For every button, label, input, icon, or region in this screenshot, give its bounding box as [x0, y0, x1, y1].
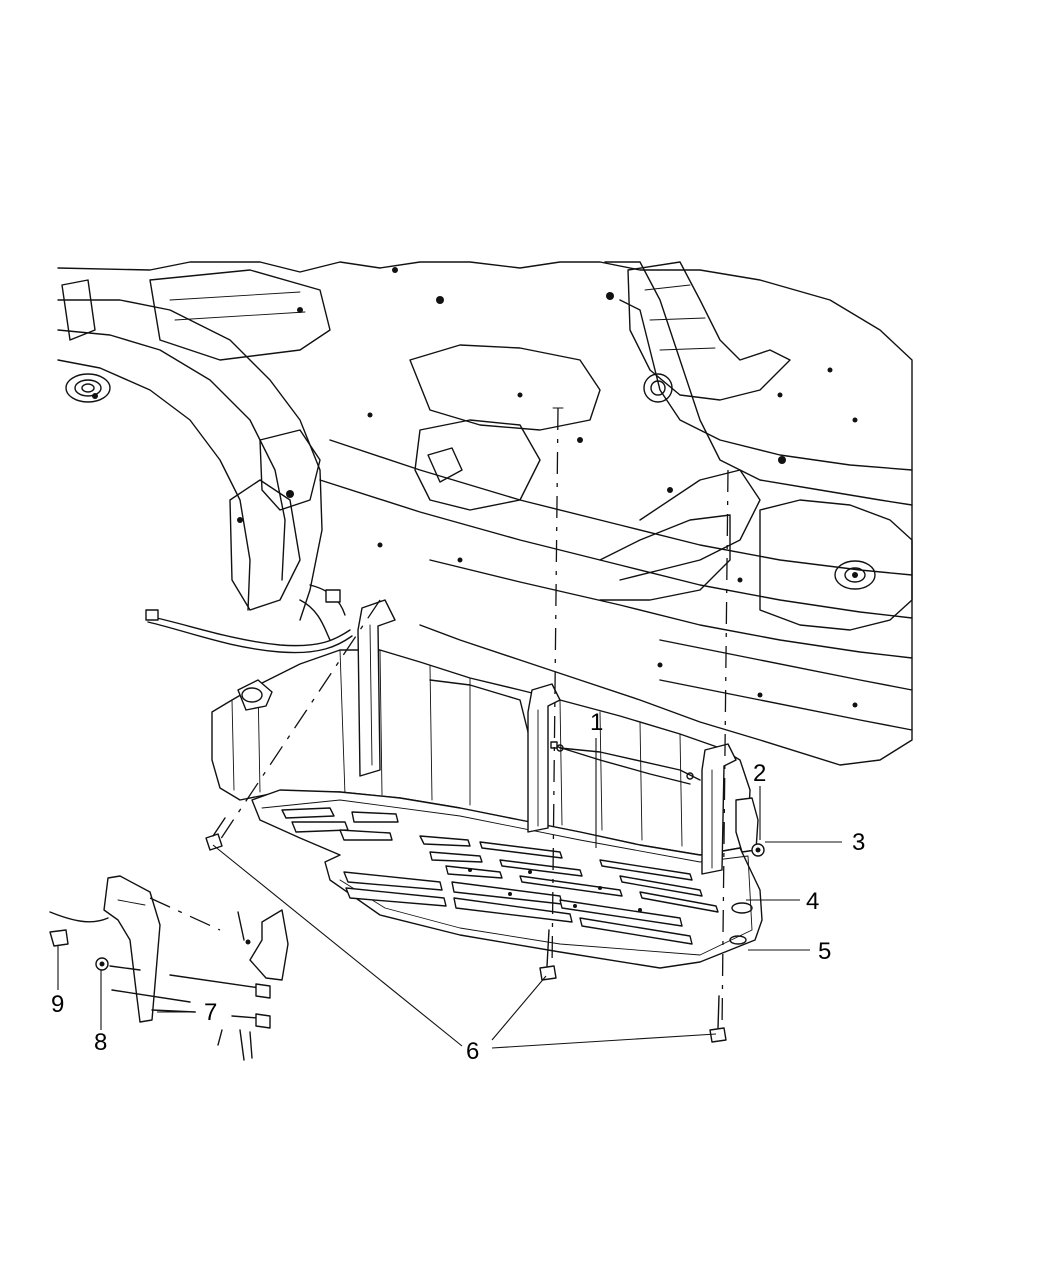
bolt-6-left — [205, 817, 226, 851]
callout-6: 6 — [466, 1038, 479, 1065]
tank-straps — [357, 599, 737, 875]
bolt-6-center — [539, 929, 557, 981]
side-bracket — [735, 797, 759, 853]
callout-3: 3 — [852, 829, 865, 856]
callout-7: 7 — [204, 999, 217, 1026]
callout-2: 2 — [753, 760, 766, 787]
callout-9: 9 — [51, 991, 64, 1018]
fuel-tank — [211, 649, 751, 856]
callout-5: 5 — [818, 938, 831, 965]
callout-labels: 1 2 3 4 5 6 7 8 9 — [51, 709, 865, 1065]
vehicle-underbody-frame — [57, 261, 913, 766]
callout-8: 8 — [94, 1029, 107, 1056]
inset-detail — [49, 875, 289, 1061]
fastener-2 — [751, 843, 765, 857]
heat-shield-wire — [554, 745, 691, 785]
installation-lines — [219, 407, 729, 1031]
callout-4: 4 — [806, 888, 819, 915]
leader-lines — [57, 738, 842, 1049]
skid-plate — [251, 789, 763, 969]
bolt-6-right — [709, 995, 727, 1043]
callout-1: 1 — [590, 709, 603, 736]
